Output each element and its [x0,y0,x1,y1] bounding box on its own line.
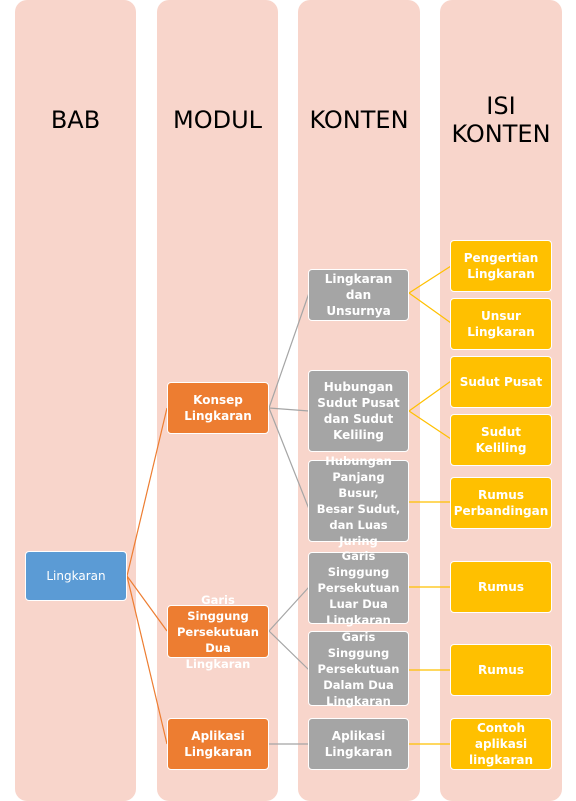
node-isi-rumus-dalam: Rumus [450,644,552,696]
column-title-bab: BAB [50,106,101,134]
column-title-konten: KONTEN [309,106,409,134]
node-modul-garis-singgung: Garis Singgung Persekutuan Dua Lingkaran [167,593,269,671]
column-bab: BAB [15,0,136,801]
connector-unsur-unsur [408,292,452,324]
node-isi-contoh-aplikasi: Contoh aplikasi lingkaran [450,718,552,770]
node-modul-aplikasi-lingkaran: Aplikasi Lingkaran [167,718,269,770]
node-konten-sudut-pusat-keliling: Hubungan Sudut Pusat dan Sudut Keliling [308,370,409,452]
node-bab-lingkaran: Lingkaran [25,551,127,601]
node-konten-singgung-luar: Garis Singgung Persekutuan Luar Dua Ling… [308,549,409,627]
node-konten-singgung-dalam: Garis Singgung Persekutuan Dalam Dua Lin… [308,630,409,708]
node-isi-rumus-perbandingan: Rumus Perbandingan [450,477,552,529]
node-isi-pengertian-lingkaran: Pengertian Lingkaran [450,240,552,292]
connector-unsur-pengertian [408,265,452,294]
node-isi-rumus-luar: Rumus [450,561,552,613]
node-isi-sudut-keliling: Sudut Keliling [450,414,552,466]
connector-garis-luar [268,586,310,632]
connector-konsep-sudut [268,407,310,412]
column-title-modul: MODUL [172,106,262,134]
node-isi-sudut-pusat: Sudut Pusat [450,356,552,408]
node-konten-lingkaran-unsur: Lingkaran dan Unsurnya [308,269,409,321]
node-isi-unsur-lingkaran: Unsur Lingkaran [450,298,552,350]
connector-garis-dalam [268,630,310,671]
column-title-isi-konten: ISI KONTEN [451,92,551,148]
node-konten-busur-juring: Hubungan Panjang Busur, Besar Sudut, dan… [308,454,409,548]
connector-sudut-keliling [408,410,452,440]
node-konten-aplikasi: Aplikasi Lingkaran [308,718,409,770]
connector-bab-aplikasi [126,575,168,745]
connector-konsep-juring [268,407,310,510]
connector-sudut-pusat [408,380,452,412]
connector-bab-garis [126,575,168,632]
node-modul-konsep-lingkaran: Konsep Lingkaran [167,382,269,434]
connector-konsep-unsur [268,292,310,409]
connector-bab-konsep [126,407,168,577]
